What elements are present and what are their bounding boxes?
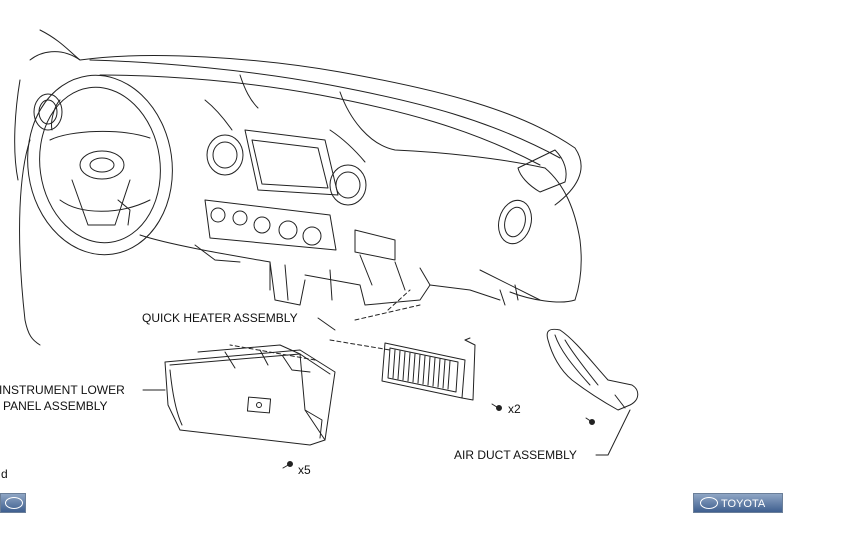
toyota-logo-icon xyxy=(5,497,23,510)
air-duct-label: AIR DUCT ASSEMBLY xyxy=(454,448,577,462)
label-leaders xyxy=(142,317,631,456)
toyota-brand-button[interactable]: TOYOTA xyxy=(693,493,783,513)
toyota-brand-label: TOYOTA xyxy=(721,498,766,510)
air-duct-assembly xyxy=(546,328,639,411)
instrument-lower-label-line1: INSTRUMENT LOWER xyxy=(0,383,125,397)
assembly-leader-lines xyxy=(229,289,421,361)
toyota-logo-icon xyxy=(700,497,718,510)
right-vent xyxy=(498,199,532,245)
edge-text-fragment: d xyxy=(1,467,8,481)
screw-icon xyxy=(491,403,502,411)
left-vent xyxy=(33,93,63,131)
quick-heater-assembly xyxy=(381,337,476,401)
center-stack xyxy=(204,99,396,261)
quick-heater-label: QUICK HEATER ASSEMBLY xyxy=(142,311,298,325)
instrument-lower-panel-assembly xyxy=(164,344,336,446)
under-dash-structure xyxy=(139,234,541,306)
quantity-x5-label: x5 xyxy=(298,463,311,477)
screw-icon xyxy=(282,461,293,469)
screw-icon xyxy=(585,417,595,425)
quantity-x2-label: x2 xyxy=(508,402,521,416)
dashboard-outline xyxy=(14,29,582,346)
instrument-lower-label-line2: PANEL ASSEMBLY xyxy=(3,399,108,413)
steering-wheel xyxy=(27,74,173,256)
toyota-logo-button-left[interactable] xyxy=(0,493,26,513)
